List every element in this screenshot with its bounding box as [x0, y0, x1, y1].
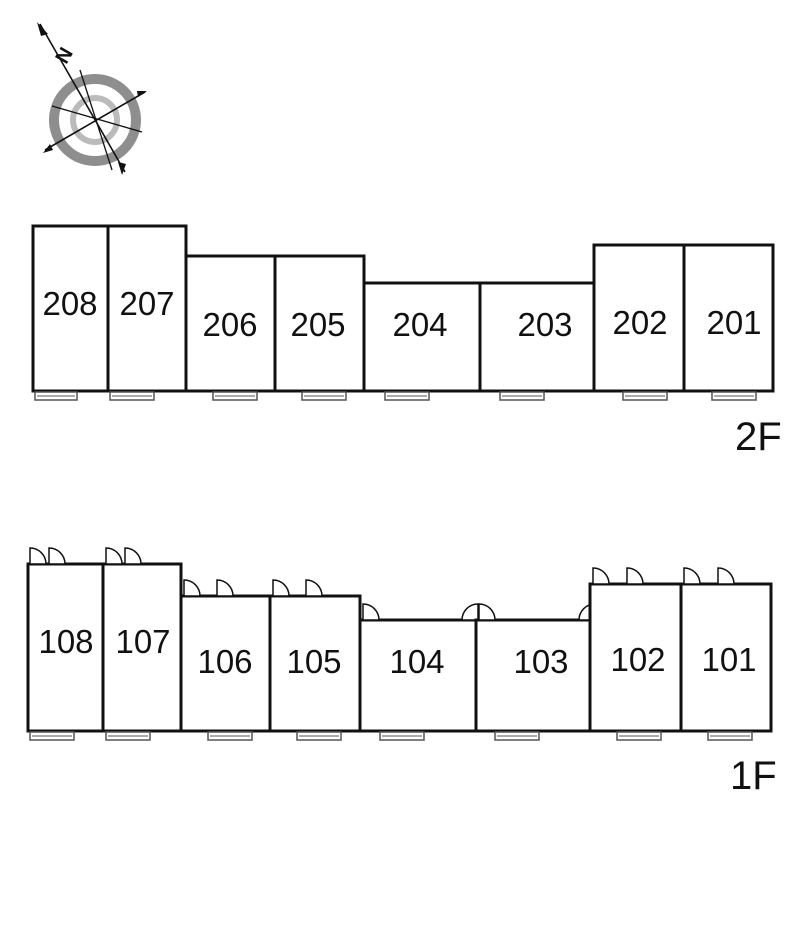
door-swing [592, 567, 610, 585]
unit-outline [101, 562, 183, 733]
unit-outline [679, 582, 773, 733]
unit-number: 107 [115, 623, 170, 660]
unit-104: 104 [358, 603, 479, 741]
unit-103: 103 [474, 603, 596, 741]
north-label: N [51, 44, 77, 68]
unit-number: 105 [286, 643, 341, 680]
compass-icon: N [37, 22, 147, 175]
unit-number: 202 [612, 304, 667, 341]
door-swing [683, 567, 701, 585]
unit-outline [592, 243, 686, 393]
unit-outline [273, 254, 366, 393]
unit-number: 106 [197, 643, 252, 680]
unit-number: 102 [610, 641, 665, 678]
unit-outline [474, 618, 592, 733]
floor-label-1F: 1F [730, 754, 777, 798]
unit-208: 208 [31, 224, 110, 401]
door-swing [216, 579, 234, 597]
unit-number: 206 [202, 306, 257, 343]
unit-outline [358, 618, 478, 733]
unit-number: 104 [389, 643, 444, 680]
door-swing [626, 567, 644, 585]
unit-205: 205 [273, 254, 366, 401]
unit-outline [26, 562, 105, 733]
door-swing [105, 547, 123, 565]
door-swing [48, 547, 66, 565]
unit-outline [362, 281, 482, 393]
unit-number: 203 [517, 306, 572, 343]
unit-101: 101 [679, 567, 773, 741]
unit-number: 207 [119, 285, 174, 322]
door-swing [717, 567, 735, 585]
unit-207: 207 [106, 224, 188, 401]
unit-outline [682, 243, 775, 393]
door-swing [362, 603, 380, 621]
unit-number: 108 [38, 623, 93, 660]
unit-105: 105 [268, 579, 362, 741]
door-swing [478, 603, 496, 621]
unit-number: 208 [42, 285, 97, 322]
unit-outline [31, 224, 110, 393]
door-swing [29, 547, 47, 565]
door-swing [124, 547, 142, 565]
unit-outline [179, 594, 272, 733]
unit-number: 205 [290, 306, 345, 343]
unit-108: 108 [26, 547, 105, 741]
door-swing [461, 603, 479, 621]
unit-203: 203 [478, 281, 596, 401]
unit-107: 107 [101, 547, 183, 741]
unit-202: 202 [592, 243, 686, 401]
unit-outline [478, 281, 596, 393]
unit-206: 206 [184, 254, 277, 401]
unit-number: 204 [392, 306, 447, 343]
unit-number: 103 [513, 643, 568, 680]
door-swing [272, 579, 290, 597]
floor-label-2F: 2F [735, 415, 782, 459]
unit-number: 101 [701, 641, 756, 678]
unit-102: 102 [588, 567, 683, 741]
unit-number: 201 [706, 304, 761, 341]
door-swing [183, 579, 201, 597]
door-swing [305, 579, 323, 597]
unit-204: 204 [362, 281, 482, 401]
unit-201: 201 [682, 243, 775, 401]
unit-106: 106 [179, 579, 272, 741]
